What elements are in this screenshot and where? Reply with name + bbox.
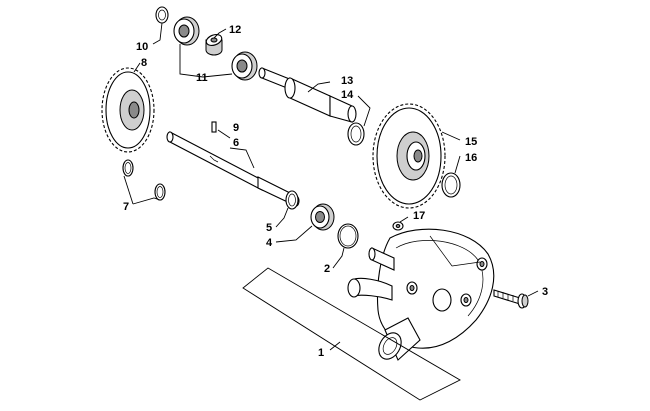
callout-16: 16 [465,152,477,164]
leader-15 [441,131,461,141]
leader-7a [132,197,161,205]
leader-lines [123,22,539,401]
leader-11a [179,44,204,78]
callout-14: 14 [341,89,354,101]
leader-4 [275,225,313,243]
callout-7: 7 [123,201,129,213]
part-17-washer [392,221,404,231]
part-5-circlip [285,190,299,210]
leader-11b [202,73,233,78]
leader-1 [329,341,341,351]
part-13-shaft [258,67,357,123]
leader-5 [275,207,289,228]
callout-17: 17 [413,210,425,222]
callout-1: 1 [318,347,324,359]
leader-10 [152,22,163,45]
leader-9 [217,129,231,139]
leader-7b [123,175,134,205]
part-7-circlip-left [122,159,134,177]
part-11-bearing-upper [173,16,200,46]
callout-4: 4 [266,237,273,249]
callout-11: 11 [196,72,208,84]
leader-3 [527,290,539,297]
leader-16 [454,155,461,174]
part-2-o-ring [337,223,359,249]
leader-12 [213,28,227,39]
callout-2: 2 [324,263,330,275]
leader-17 [399,216,409,223]
part-12-spacer [205,34,223,56]
callout-15: 15 [465,136,477,148]
callout-12: 12 [229,24,241,36]
callout-labels: 10 12 11 13 14 8 9 6 15 16 7 5 4 17 2 3 … [123,24,548,359]
part-1-pump-housing [347,228,495,361]
leader-2 [332,247,345,269]
callout-13: 13 [341,75,353,87]
callout-8: 8 [141,57,147,69]
part-7-circlip-right [154,183,166,201]
leader-1-bracket [242,267,461,401]
part-15-gear [372,103,446,209]
part-14-circlip [347,122,365,146]
leader-8 [133,62,141,73]
part-11-bearing-lower [231,51,258,81]
part-8-gear [101,67,155,153]
callout-6: 6 [233,137,239,149]
callout-9: 9 [233,122,239,134]
callout-3: 3 [542,286,548,298]
callout-5: 5 [266,222,272,234]
leader-13 [307,81,331,93]
part-16-circlip [441,172,461,198]
callout-10: 10 [136,41,148,53]
leader-14 [357,95,371,127]
leader-6 [229,147,255,169]
part-10-circlip [155,6,169,24]
part-4-bearing [310,203,335,231]
part-9-pin [211,121,217,133]
part-3-bolt [493,289,529,309]
